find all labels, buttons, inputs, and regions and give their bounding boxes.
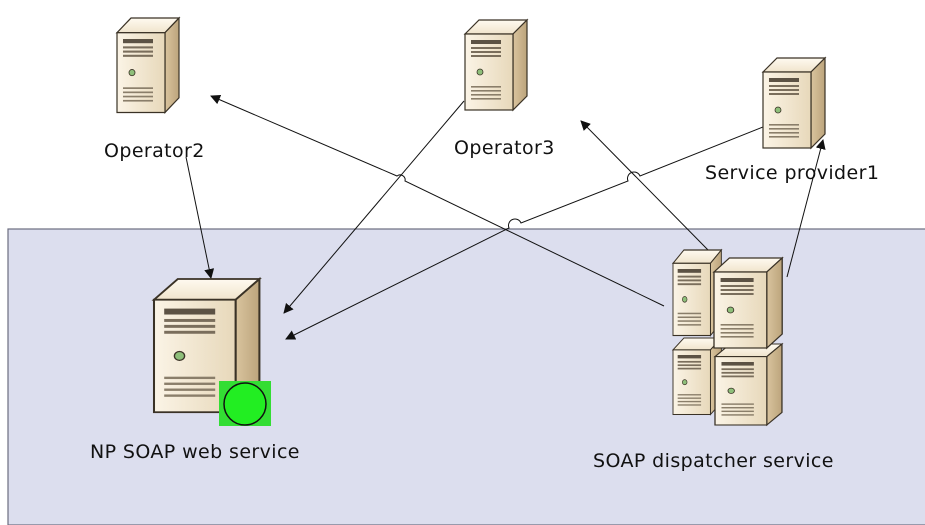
service-provider1-server-icon (762, 57, 826, 149)
edge-operator2-to-np-soap (185, 156, 215, 279)
dispatcher-server-cluster-icon (672, 249, 783, 426)
service-provider1-label: Service provider1 (705, 162, 880, 184)
status-circle-icon (219, 381, 271, 426)
edge-dispatcher-to-operator2 (210, 94, 665, 307)
edge-service-provider1-to-np-soap (285, 126, 764, 340)
edge-dispatcher-to-service-provider1 (786, 139, 826, 278)
edge-dispatcher-to-operator3 (580, 120, 711, 253)
soap-dispatcher-service-label: SOAP dispatcher service (593, 450, 834, 472)
np-soap-web-service-label: NP SOAP web service (90, 441, 300, 463)
operator3-label: Operator3 (454, 137, 555, 159)
operator2-label: Operator2 (104, 140, 205, 162)
edge-operator3-to-np-soap (283, 100, 465, 314)
operator3-server-icon (464, 19, 528, 111)
operator2-server-icon (116, 17, 180, 114)
